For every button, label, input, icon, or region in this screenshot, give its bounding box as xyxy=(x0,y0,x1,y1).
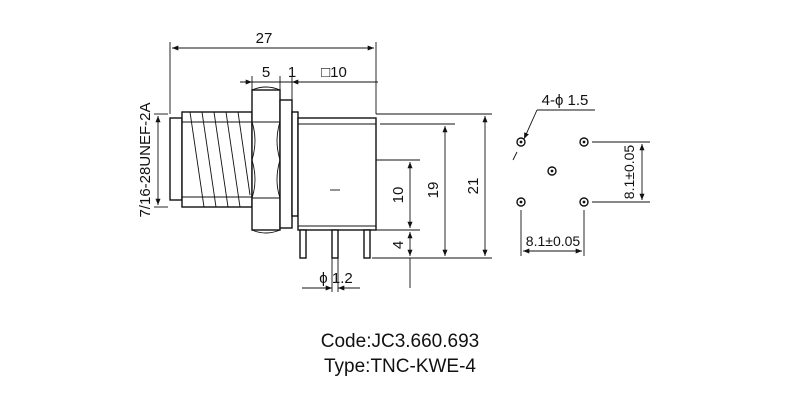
product-code: Code:JC3.660.693 xyxy=(320,331,480,352)
pins xyxy=(299,229,371,259)
square-body xyxy=(297,117,377,231)
dim-nut-flange: 5 1 □10 xyxy=(240,64,378,100)
dim-overall-length: 27 xyxy=(169,30,377,114)
dim-10-label: 10 xyxy=(390,187,407,204)
hex-nut xyxy=(251,86,281,234)
dim-19-label: 19 xyxy=(425,182,442,199)
hole-pattern: 4-ϕ 1.5 8.1±0.05 8.1±0.05 xyxy=(512,92,650,256)
pin-diameter-label: ϕ 1.2 xyxy=(319,270,352,287)
hole-vertical-label: 8.1±0.05 xyxy=(621,145,637,200)
threaded-barrel xyxy=(169,111,253,208)
product-type: Type:TNC-KWE-4 xyxy=(323,356,477,377)
dim-5-label: 5 xyxy=(262,64,270,81)
dim-thread: 7/16-28UNEF-2A xyxy=(137,102,168,218)
connector-side-view xyxy=(169,86,377,259)
dim-pin-diameter: ϕ 1.2 xyxy=(302,258,360,292)
hole-horizontal-label: 8.1±0.05 xyxy=(526,233,581,249)
dim-1-label: 1 xyxy=(288,64,296,81)
thread-label: 7/16-28UNEF-2A xyxy=(137,102,154,217)
dim-21-label: 21 xyxy=(465,178,482,195)
dim-27-label: 27 xyxy=(256,30,273,47)
hole-callout-label: 4-ϕ 1.5 xyxy=(542,92,589,109)
dim-square-10-label: □10 xyxy=(321,64,347,81)
dim-4-label: 4 xyxy=(390,241,407,249)
dim-heights: 10 4 19 21 xyxy=(372,113,492,288)
flange xyxy=(279,99,293,229)
